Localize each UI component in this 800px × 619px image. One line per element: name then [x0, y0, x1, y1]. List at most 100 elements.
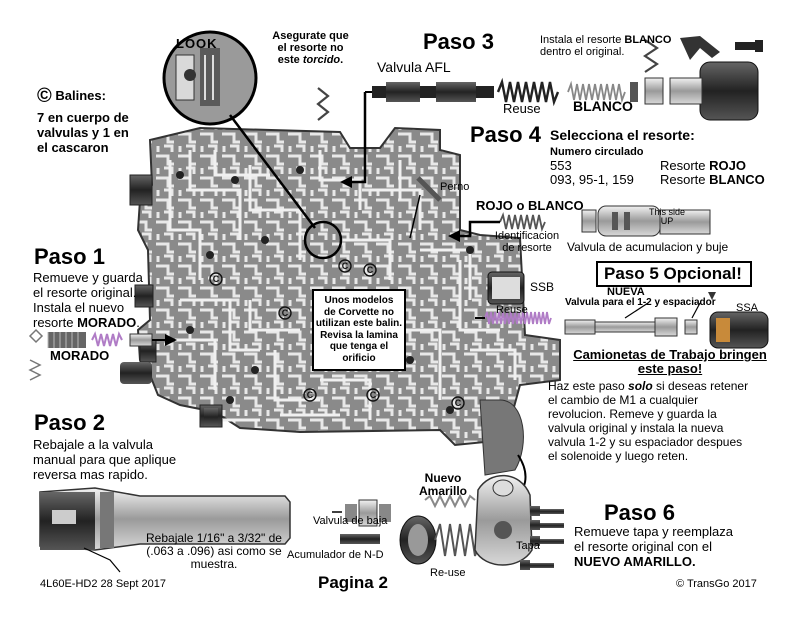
paso3-reuse-label: Reuse: [503, 101, 541, 116]
paso6-parts: [332, 474, 564, 570]
paso3-blanco-label: BLANCO: [573, 98, 633, 114]
paso1-line1: Remueve y guarda: [33, 270, 143, 285]
afl-solenoid-icon: [669, 36, 763, 121]
corvette-line4: Revisa la lamina: [320, 329, 398, 341]
paso4-row1-num: 553: [550, 158, 572, 173]
paso4-row1-res: Resorte ROJO: [660, 158, 746, 173]
paso5-cam-line2: este paso!: [637, 361, 703, 376]
valve-body: C C C C C C C: [136, 126, 561, 447]
paso2-text: Rebajale a la valvula manual para que ap…: [33, 437, 176, 482]
paso5-title-box: [596, 261, 752, 287]
ident-line2: de resorte: [502, 242, 552, 254]
paso5-camionetas: Camionetas de Trabajo bringen este paso!: [565, 348, 775, 376]
accumulator-label: Valvula de acumulacion y buje: [567, 240, 729, 254]
afl-valve: [340, 82, 494, 188]
paso2-cut-note: Rebajale 1/16" a 3/32" de (.063 a .096) …: [118, 532, 310, 571]
accumulator-valve-icon: [581, 205, 711, 237]
paso2-line2: manual para que aplique: [33, 452, 177, 467]
paso4-row2-num: 093, 95-1, 159: [550, 172, 634, 187]
paso5-cam-line1: Camionetas de Trabajo bringen: [573, 347, 767, 362]
paso4-row2-res-b: BLANCO: [709, 172, 765, 187]
paso1-title: Paso 1: [34, 244, 105, 269]
corvette-line1: Unos modelos: [324, 295, 394, 306]
paso2-cut-line2: (.063 a .096) asi como se: [146, 544, 282, 558]
corvette-line5: que tenga el: [329, 341, 389, 352]
paso3-line1b: BLANCO: [624, 34, 672, 46]
paso5-reuse-label: Reuse: [496, 304, 528, 316]
paso3-text: Instala el resorte BLANCO dentro el orig…: [540, 34, 671, 58]
look-note-line3c: .: [340, 54, 344, 66]
corvette-note-box: [312, 289, 406, 371]
corvette-note: Unos modelos de Corvette no utilizan est…: [315, 295, 403, 364]
paso4-title: Paso 4: [470, 122, 541, 147]
purple-spring-icon: [484, 311, 552, 325]
paso1-line4c: .: [136, 315, 140, 330]
paso2-line1: Rebajale a la valvula: [33, 437, 153, 452]
paso3-title: Paso 3: [423, 29, 494, 54]
balines-note: © Balines: 7 en cuerpo de valvulas y 1 e…: [37, 85, 129, 155]
morado-label: MORADO: [50, 348, 110, 363]
paso3-line1a: Instala el resorte: [540, 34, 625, 46]
ident-label: Identificacion de resorte: [484, 230, 570, 254]
reuse-spring-icon: [496, 77, 560, 107]
paso5-body6: el solenoide y luego reten.: [548, 449, 689, 463]
paso5-body1c: si deseas retener: [652, 379, 749, 393]
look-note: Asegurate que el resorte no este torcido…: [263, 30, 358, 66]
paso4-row2-res: Resorte BLANCO: [660, 172, 765, 187]
afl-valve-label: Valvula AFL: [377, 59, 451, 75]
manual-valve: [39, 487, 291, 573]
svg-text:C: C: [367, 265, 374, 275]
paso5-body2: el cambio de M1 a cualquier: [548, 393, 699, 407]
svg-text:C: C: [213, 274, 220, 284]
ssa-label: SSA: [736, 302, 759, 314]
paso1-line4b: MORADO: [77, 315, 137, 330]
paso1-line4a: resorte: [33, 315, 78, 330]
balines-title: Balines:: [55, 88, 106, 103]
paso5-title: Paso 5 Opcional!: [604, 264, 742, 283]
perno-icon: [416, 176, 442, 202]
look-note-line3b: torcido: [302, 54, 341, 66]
paso4-heading: Selecciona el resorte:: [550, 127, 695, 143]
corvette-line6: orificio: [342, 352, 376, 364]
perno-label: Perno: [440, 181, 470, 193]
ident-line1: Identificacion: [494, 230, 560, 242]
valvula-baja-label: Valvula de baja: [313, 515, 388, 527]
paso5-body5: valvula 1-2 y su espaciador despues: [548, 435, 743, 449]
valve-1-2-icon: [564, 292, 769, 349]
footer-right: © TransGo 2017: [676, 578, 757, 590]
footer-left: 4L60E-HD2 28 Sept 2017: [40, 578, 166, 590]
paso6-reuse-label: Re-use: [430, 567, 466, 579]
this-side-line1: This side: [648, 207, 685, 217]
ssb-label: SSB: [530, 280, 555, 294]
balines-line2: valvulas y 1 en: [37, 125, 129, 140]
paso5-nueva: NUEVA: [607, 286, 645, 298]
look-magnifier: [162, 30, 316, 229]
paso6-text: Remueve tapa y reemplaza el resorte orig…: [574, 524, 733, 569]
look-note-line3a: este: [277, 54, 303, 66]
copyright-icon: ©: [37, 85, 52, 107]
look-label: LOOK: [176, 36, 218, 51]
paso6-line1: Remueve tapa y reemplaza: [574, 524, 733, 539]
svg-text:C: C: [455, 398, 462, 408]
svg-text:C: C: [307, 390, 314, 400]
paso4-row2-res-a: Resorte: [660, 172, 710, 187]
svg-text:C: C: [370, 390, 377, 400]
paso4-row1-res-b: ROJO: [709, 158, 746, 173]
paso1-line3: Instala el nuevo: [33, 300, 125, 315]
rojo-blanco-label: ROJO o BLANCO: [476, 198, 584, 213]
svg-text:C: C: [342, 261, 349, 271]
tapa-label: Tapa: [516, 540, 540, 552]
nuevo-label: Nuevo: [424, 471, 462, 485]
balines-line1: 7 en cuerpo de: [37, 110, 129, 125]
corvette-line3: utilizan este balin.: [315, 318, 403, 329]
look-note-line2: el resorte no: [277, 42, 344, 54]
svg-text:C: C: [282, 308, 289, 318]
balines-line3: el cascaron: [37, 140, 109, 155]
paso5-valve-desc: Valvula para el 1-2 y espaciador: [565, 297, 716, 308]
paso2-cut-line3: muestra.: [190, 557, 238, 571]
paso5-body: Haz este paso solo si deseas retener el …: [548, 379, 748, 463]
paso2-line3: reversa mas rapido.: [33, 467, 148, 482]
this-side-line2: UP: [660, 216, 674, 226]
paso2-title: Paso 2: [34, 410, 105, 435]
